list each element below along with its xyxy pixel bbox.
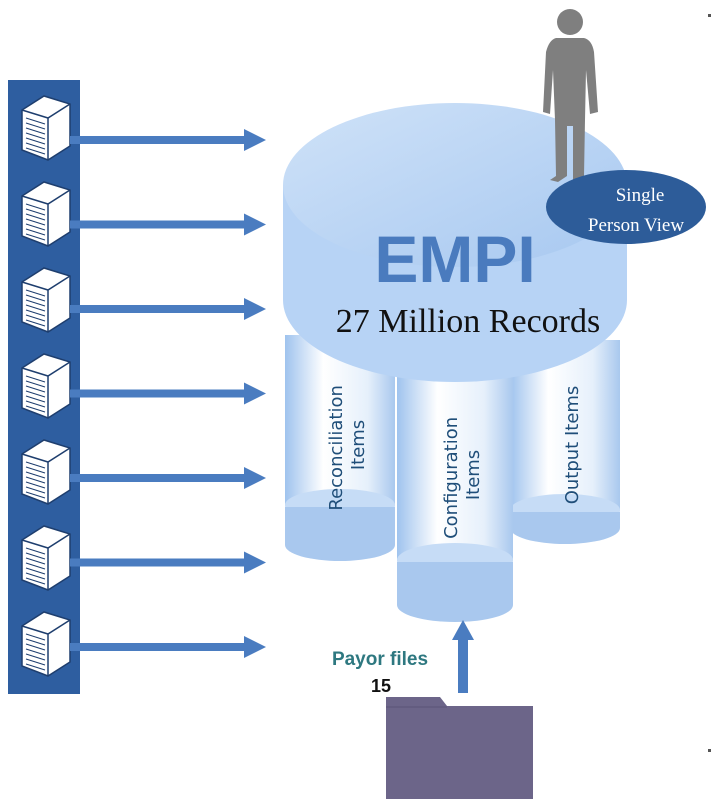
ingest-arrow bbox=[70, 298, 266, 320]
empi-top bbox=[283, 103, 627, 267]
payor-files-count: 15 bbox=[371, 676, 391, 696]
server-icon bbox=[21, 439, 71, 505]
payor-files: Payor files 15 bbox=[332, 620, 533, 799]
ingest-arrow bbox=[70, 129, 266, 151]
server-icon bbox=[21, 181, 71, 247]
ingest-arrow bbox=[70, 636, 266, 658]
ingest-arrow bbox=[70, 213, 266, 236]
server-list bbox=[21, 95, 71, 677]
server-icon bbox=[21, 267, 71, 333]
single-person-line2: Person View bbox=[588, 215, 684, 236]
ingest-arrows bbox=[70, 129, 266, 658]
edge-mark-bottom bbox=[708, 749, 711, 752]
edge-mark-top bbox=[708, 14, 711, 17]
server-icon bbox=[21, 525, 71, 591]
payor-upload-arrow bbox=[452, 620, 474, 693]
empi-title: EMPI bbox=[374, 222, 535, 296]
ingest-arrow bbox=[70, 467, 266, 489]
payor-files-label: Payor files bbox=[332, 649, 428, 670]
output-items-cylinder: Output Items bbox=[510, 340, 620, 544]
configuration-items-cylinder: Configuration Items bbox=[397, 360, 513, 622]
ingest-arrow bbox=[70, 551, 266, 574]
reconciliation-items-label: Reconciliation Items bbox=[326, 379, 369, 510]
single-person-line1: Single bbox=[616, 185, 665, 206]
source-systems-panel bbox=[8, 80, 80, 694]
single-person-view-badge: Single Person View bbox=[546, 170, 706, 244]
folder-icon bbox=[386, 697, 533, 799]
empi-record-count: 27 Million Records bbox=[336, 303, 600, 340]
server-icon bbox=[21, 95, 71, 161]
server-icon bbox=[21, 611, 71, 677]
reconciliation-items-cylinder: Reconciliation Items bbox=[285, 335, 395, 561]
output-items-label: Output Items bbox=[562, 386, 583, 505]
server-icon bbox=[21, 353, 71, 419]
configuration-items-label: Configuration Items bbox=[441, 411, 484, 539]
person-icon bbox=[543, 9, 598, 182]
ingest-arrow bbox=[70, 382, 266, 405]
